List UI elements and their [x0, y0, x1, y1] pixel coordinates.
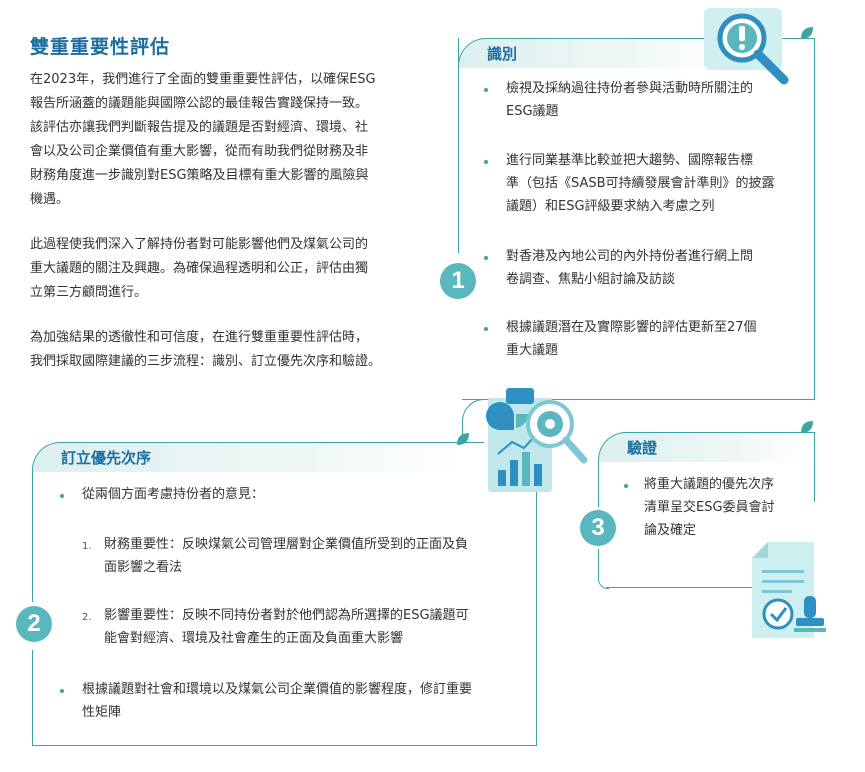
- bullet-line: 根據議題潛在及實際影響的評估更新至27個: [506, 320, 757, 335]
- sub-item-number: 2.: [82, 612, 92, 623]
- bullet-line: ESG議題: [506, 104, 559, 119]
- bullet-line: 對香港及內地公司的內外持份者進行網上問: [506, 249, 754, 264]
- sub-item-number: 1.: [82, 541, 92, 552]
- leaf-icon: [801, 421, 813, 433]
- bullet-line: 性矩陣: [82, 705, 122, 720]
- sub-line: 面影響之看法: [104, 560, 183, 575]
- intro-paragraph-3: 為加強結果的透徹性和可信度，在進行雙重重要性評估時， 我們採取國際建議的三步流程…: [30, 326, 415, 374]
- step1-top-line: [770, 38, 814, 39]
- step2-right-line: [536, 470, 537, 745]
- clipboard-chart-gear-icon: [486, 388, 588, 492]
- bullet-dot: [484, 256, 488, 260]
- intro-line: 會以及公司企業價值有重大影響，從而有助我們從財務及非: [30, 144, 369, 159]
- step2-heading: 訂立優先次序: [32, 442, 462, 472]
- step1-bullet-4: 根據議題潛在及實際影響的評估更新至27個 重大議題: [506, 316, 757, 362]
- step2-number-badge: 2: [16, 606, 52, 642]
- step2-sub-item-1: 財務重要性：反映煤氣公司管理層對企業價值所受到的正面及負 面影響之看法: [104, 533, 468, 579]
- bullet-line: 重大議題: [506, 343, 559, 358]
- step3-bottom-line: [606, 587, 752, 588]
- bullet-line: 卷調查、焦點小組討論及訪談: [506, 272, 676, 287]
- bullet-dot: [60, 494, 64, 498]
- intro-line: 此過程使我們深入了解持份者對可能影響他們及煤氣公司的: [30, 237, 369, 252]
- bullet-dot: [624, 484, 628, 488]
- step1-bottom-line: [462, 399, 814, 400]
- step3-bullet: 將重大議題的優先次序 清單呈交ESG委員會討 論及確定: [644, 473, 775, 542]
- step3-left-line: [598, 462, 599, 510]
- sub-line: 影響重要性：反映不同持份者對於他們認為所選擇的ESG議題可: [104, 608, 469, 623]
- bullet-line: 準（包括《SASB可持續發展會計準則》的披露: [506, 176, 775, 191]
- intro-line: 報告所涵蓋的議題能與國際公認的最佳報告實踐保持一致。: [30, 96, 369, 111]
- step3-heading: 驗證: [598, 432, 814, 462]
- step2-bullet-1: 從兩個方面考慮持份者的意見：: [82, 487, 265, 502]
- step1-bullet-2: 進行同業基準比較並把大趨勢、國際報告標 準（包括《SASB可持續發展會計準則》的…: [506, 149, 775, 218]
- intro-line: 財務角度進一步識別對ESG策略及目標有重大影響的風險與: [30, 168, 369, 183]
- page-title: 雙重重要性評估: [30, 36, 171, 58]
- intro-line: 在2023年，我們進行了全面的雙重重要性評估，以確保ESG: [30, 72, 376, 87]
- bullet-line: 將重大議題的優先次序: [644, 477, 775, 492]
- step1-frame-left: [458, 38, 469, 253]
- intro-line: 我們採取國際建議的三步流程：識別、訂立優先次序和驗證。: [30, 354, 382, 369]
- intro-line: 重大議題的關注及興趣。為確保過程透明和公正，評估由獨: [30, 261, 369, 276]
- bullet-dot: [60, 689, 64, 693]
- bullet-line: 檢視及採納過往持份者參與活動時所關注的: [506, 81, 754, 96]
- step1-bullet-1: 檢視及採納過往持份者參與活動時所關注的 ESG議題: [506, 77, 753, 123]
- bullet-line: 清單呈交ESG委員會討: [644, 500, 775, 515]
- step2-left-line: [32, 472, 33, 602]
- step3-left-line: [598, 546, 609, 589]
- bullet-line: 進行同業基準比較並把大趨勢、國際報告標: [506, 153, 754, 168]
- intro-paragraph-2: 此過程使我們深入了解持份者對可能影響他們及煤氣公司的 重大議題的關注及興趣。為確…: [30, 233, 415, 305]
- step2-top-line: [462, 442, 484, 443]
- bullet-line: 根據議題對社會和環境以及煤氣公司企業價值的影響程度，修訂重要: [82, 682, 473, 697]
- sub-line: 財務重要性：反映煤氣公司管理層對企業價值所受到的正面及負: [104, 537, 469, 552]
- intro-line: 機遇。: [30, 192, 70, 207]
- intro-line: 為加強結果的透徹性和可信度，在進行雙重重要性評估時，: [30, 330, 369, 345]
- intro-line: 立第三方顧問進行。: [30, 285, 148, 300]
- document-approval-stamp-icon: [752, 542, 826, 638]
- step2-left-line: [32, 650, 33, 745]
- bullet-line: 論及確定: [644, 523, 697, 538]
- bullet-dot: [484, 160, 488, 164]
- intro-paragraph-1: 在2023年，我們進行了全面的雙重重要性評估，以確保ESG 報告所涵蓋的議題能與…: [30, 68, 415, 212]
- step1-heading: 識別: [458, 38, 728, 68]
- bullet-dot: [484, 327, 488, 331]
- step1-bullet-3: 對香港及內地公司的內外持份者進行網上問 卷調查、焦點小組討論及訪談: [506, 245, 753, 291]
- leaf-icon: [801, 27, 813, 39]
- step1-frame-right: [458, 38, 815, 400]
- step2-sub-item-2: 影響重要性：反映不同持份者對於他們認為所選擇的ESG議題可 能會對經濟、環境及社…: [104, 604, 469, 650]
- magnifier-exclamation-icon: [704, 8, 789, 85]
- step3-number-badge: 3: [580, 510, 616, 546]
- bullet-line: 議題）和ESG評級要求納入考慮之列: [506, 199, 715, 214]
- bullet-dot: [484, 88, 488, 92]
- step3-right-line: [814, 432, 815, 502]
- sub-line: 能會對經濟、環境及社會產生的正面及負面重大影響: [104, 631, 404, 646]
- step2-bullet-2: 根據議題對社會和環境以及煤氣公司企業價值的影響程度，修訂重要 性矩陣: [82, 678, 472, 724]
- step2-bottom-line: [32, 745, 537, 746]
- intro-line: 該評估亦讓我們判斷報告提及的議題是否對經濟、環境、社: [30, 120, 369, 135]
- leaf-icon: [457, 433, 469, 445]
- step1-number-badge: 1: [440, 263, 476, 299]
